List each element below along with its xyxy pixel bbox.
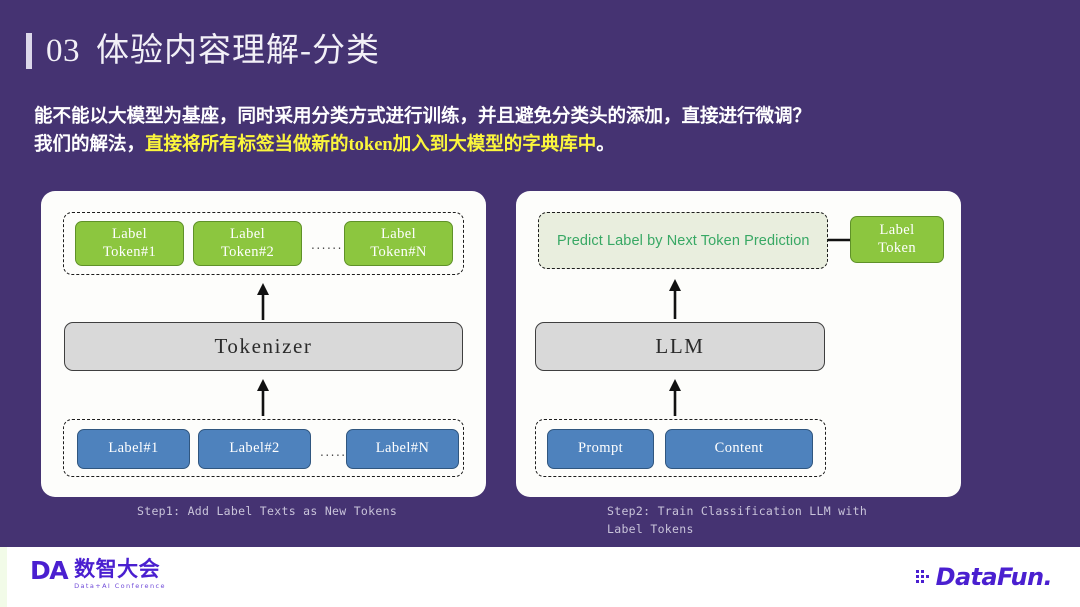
lead-line-2-suffix: 。 (596, 135, 615, 156)
chip-line-1: Label (111, 225, 147, 242)
chip-output-label-token: Label Token (850, 216, 944, 263)
left-bottom-label-group (63, 419, 464, 477)
page-title: 03 体验内容理解-分类 (26, 28, 380, 74)
left-top-ellipsis: ...... (311, 238, 343, 252)
chip-label-2-text: Label#2 (229, 440, 280, 457)
chip-line-2: Token#1 (102, 243, 157, 260)
chip-label-n: Label#N (346, 429, 459, 469)
chip-prompt: Prompt (547, 429, 654, 469)
arrow-up-icon-inputs-to-llm (669, 379, 681, 416)
lead-line-2-highlight: 直接将所有标签当做新的token加入到大模型的字典库中 (145, 135, 597, 156)
chip-line-2: Token (877, 239, 917, 256)
chip-label-token-2: Label Token#2 (193, 221, 302, 266)
conference-logo-name: 数智大会 (74, 557, 161, 581)
predict-label-text: Predict Label by Next Token Prediction (557, 232, 810, 249)
llm-block: LLM (535, 322, 825, 371)
chip-label-1-text: Label#1 (108, 440, 159, 457)
conference-logo: DA 数智大会 Data+AI Conference (30, 558, 166, 590)
chip-label-token-2-text: Label Token#2 (221, 226, 274, 261)
arrow-up-icon-llm-to-predict (669, 279, 681, 319)
arrow-up-icon-tokenizer-to-tokens (257, 283, 269, 320)
lead-paragraph: 能不能以大模型为基座，同时采用分类方式进行训练，并且避免分类头的添加，直接进行微… (34, 103, 1044, 159)
title-number: 03 (46, 32, 80, 69)
chip-label-token-1: Label Token#1 (75, 221, 184, 266)
left-panel-caption: Step1: Add Label Texts as New Tokens (137, 504, 398, 518)
chip-label-token-n-text: Label Token#N (370, 226, 427, 261)
chip-line-2: Token#2 (220, 243, 275, 260)
lead-line-2-prefix: 我们的解法， (34, 135, 146, 156)
right-bottom-input-group (535, 419, 826, 477)
datafun-dots-icon (915, 570, 929, 583)
datafun-logo-name: DataFun. (935, 563, 1053, 591)
tokenizer-block: Tokenizer (64, 322, 463, 371)
chip-line-1: Label (229, 225, 265, 242)
chip-label-token-n: Label Token#N (344, 221, 453, 266)
chip-label-token-1-text: Label Token#1 (103, 226, 156, 261)
lead-line-1: 能不能以大模型为基座，同时采用分类方式进行训练，并且避免分类头的添加，直接进行微… (34, 107, 812, 127)
left-top-token-group (63, 212, 464, 275)
chip-line-1: Label (879, 221, 915, 238)
right-panel-caption: Step2: Train Classification LLM with Lab… (607, 504, 868, 537)
conference-logo-mark: DA (30, 556, 69, 585)
arrow-up-icon-labels-to-tokenizer (257, 379, 269, 416)
chip-line-2: Token#N (370, 243, 427, 260)
chip-prompt-text: Prompt (577, 440, 624, 457)
chip-label-2: Label#2 (198, 429, 311, 469)
left-diagram-panel: Label Token#1 Label Token#2 ...... Label… (41, 191, 486, 497)
footer-left-accent (0, 547, 7, 607)
chip-output-label-token-text: Label Token (878, 222, 916, 257)
left-bottom-ellipsis: ...... (320, 445, 352, 459)
chip-label-n-text: Label#N (375, 440, 430, 457)
chip-label-1: Label#1 (77, 429, 190, 469)
chip-content-text: Content (714, 440, 764, 457)
chip-content: Content (665, 429, 813, 469)
chip-line-1: Label (380, 225, 416, 242)
conference-logo-text-wrap: 数智大会 Data+AI Conference (74, 558, 166, 590)
predict-label-box: Predict Label by Next Token Prediction (538, 212, 828, 269)
title-text: 体验内容理解-分类 (96, 32, 380, 69)
footer-bar: DA 数智大会 Data+AI Conference DataFun. (0, 547, 1080, 607)
right-diagram-panel: Predict Label by Next Token Prediction L… (516, 191, 961, 497)
title-accent-bar (26, 33, 32, 69)
datafun-logo: DataFun. (915, 563, 1053, 591)
conference-logo-subtitle: Data+AI Conference (74, 582, 166, 591)
lead-line-2: 我们的解法，直接将所有标签当做新的token加入到大模型的字典库中。 (34, 131, 1044, 159)
